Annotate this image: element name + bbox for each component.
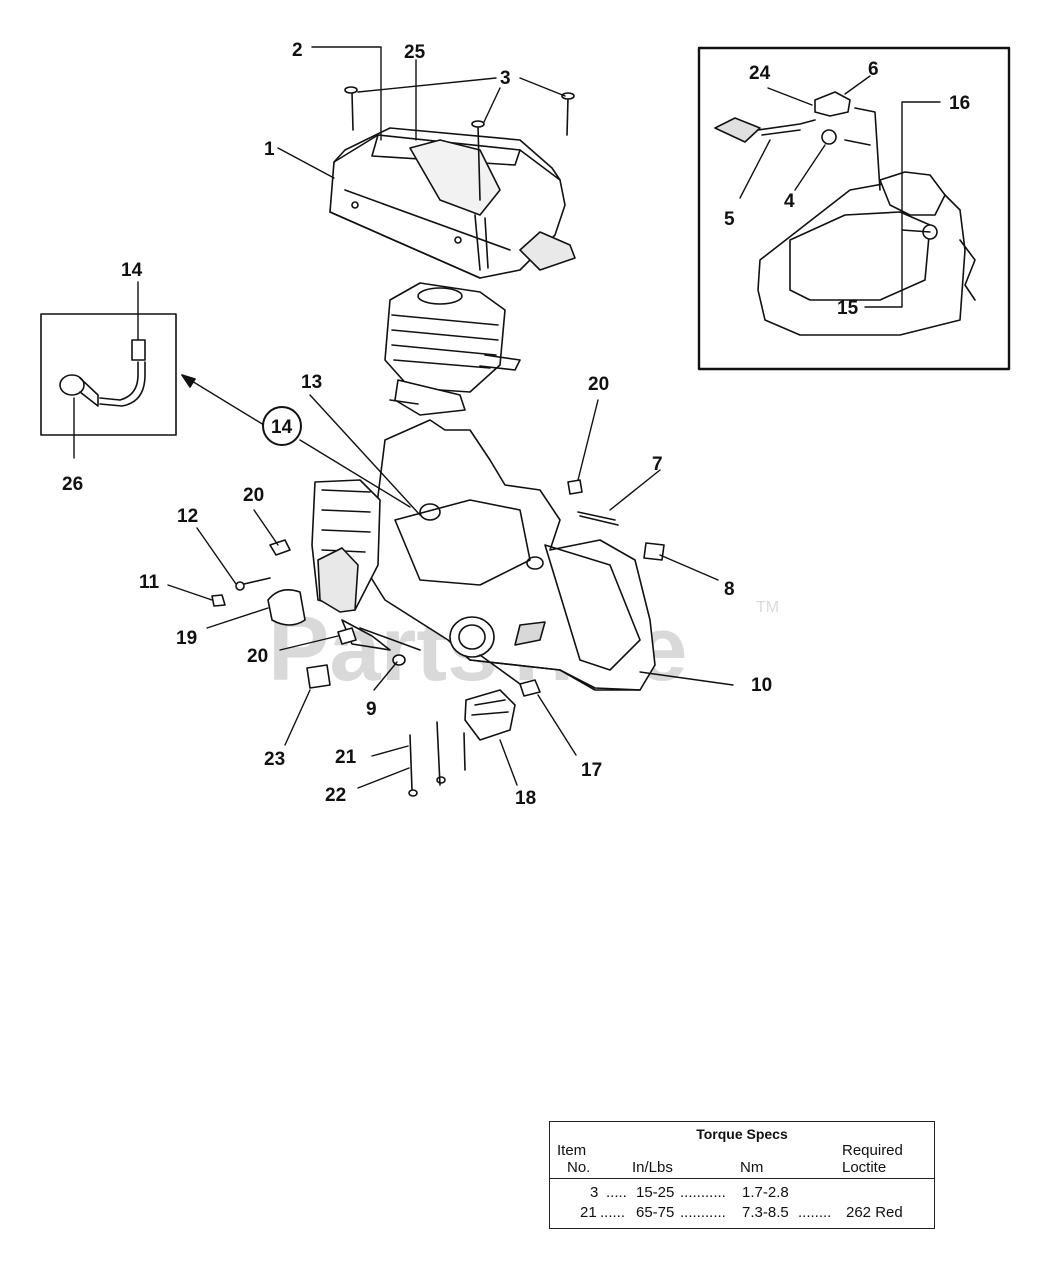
crankcase-drawing bbox=[311, 419, 656, 691]
row-inlbs: 15-25 bbox=[636, 1184, 675, 1201]
callout-7: 7 bbox=[652, 454, 663, 475]
callout-21: 21 bbox=[335, 747, 357, 768]
row-dots: ...... bbox=[600, 1204, 626, 1221]
table-row: 3 ..... 15-25 ........... 1.7-2.8 bbox=[550, 1184, 934, 1204]
callout-20-bottom: 20 bbox=[247, 646, 268, 667]
table-row: 21 ...... 65-75 ........... 7.3-8.5 ....… bbox=[550, 1204, 934, 1224]
callout-14-circle bbox=[262, 406, 302, 446]
air-filter-cover-drawing bbox=[329, 127, 576, 279]
callout-6: 6 bbox=[868, 59, 879, 80]
callout-14-top: 14 bbox=[121, 260, 143, 281]
row-item: 21 bbox=[580, 1204, 597, 1221]
torque-table-title: Torque Specs bbox=[696, 1126, 788, 1142]
callout-20-left: 20 bbox=[243, 485, 264, 506]
callout-19: 19 bbox=[176, 628, 197, 649]
row-inlbs: 65-75 bbox=[636, 1204, 675, 1221]
callout-12: 12 bbox=[177, 506, 198, 527]
row-dots: ........... bbox=[680, 1184, 726, 1201]
callout-26: 26 bbox=[62, 474, 83, 495]
cylinder-drawing bbox=[384, 282, 521, 416]
header-nm: Nm bbox=[740, 1159, 764, 1176]
callout-24: 24 bbox=[749, 63, 771, 84]
torque-specs-table: Torque Specs Item No. In/Lbs Nm Required… bbox=[549, 1121, 935, 1229]
arrow-head bbox=[181, 374, 196, 388]
callout-4: 4 bbox=[784, 191, 795, 212]
header-item-line2: No. bbox=[567, 1159, 591, 1176]
callout-25: 25 bbox=[404, 42, 426, 63]
callout-13: 13 bbox=[301, 372, 322, 393]
handle-inset-drawing bbox=[714, 91, 976, 336]
row-nm: 7.3-8.5 bbox=[742, 1204, 789, 1221]
callouts: 1 2 3 4 5 6 7 8 9 10 11 12 13 14 14 15 1… bbox=[62, 40, 970, 809]
callout-10: 10 bbox=[751, 675, 772, 696]
screws-3-drawing bbox=[344, 86, 575, 201]
callout-14-circled: 14 bbox=[271, 417, 293, 438]
header-item-line1: Item bbox=[557, 1142, 587, 1159]
switch-inset-box bbox=[697, 46, 1011, 371]
callout-8: 8 bbox=[724, 579, 735, 600]
header-loctite-line2: Loctite bbox=[842, 1159, 887, 1176]
callout-2: 2 bbox=[292, 40, 303, 61]
callout-17: 17 bbox=[581, 760, 602, 781]
callout-22: 22 bbox=[325, 785, 346, 806]
small-parts-drawing bbox=[211, 479, 665, 797]
callout-16: 16 bbox=[949, 93, 970, 114]
header-inlbs: In/Lbs bbox=[632, 1159, 673, 1176]
callout-15: 15 bbox=[837, 298, 859, 319]
row-item: 3 bbox=[590, 1184, 599, 1201]
callout-1: 1 bbox=[264, 139, 275, 160]
row-dots: ........... bbox=[680, 1204, 726, 1221]
callout-5: 5 bbox=[724, 209, 735, 230]
callout-11: 11 bbox=[139, 572, 160, 593]
header-rule bbox=[550, 1178, 934, 1179]
fuel-fitting-drawing bbox=[59, 339, 146, 407]
callout-9: 9 bbox=[366, 699, 377, 720]
row-nm: 1.7-2.8 bbox=[742, 1184, 789, 1201]
row-loctite: 262 Red bbox=[846, 1204, 903, 1221]
header-loctite-line1: Required bbox=[842, 1142, 903, 1159]
callout-3: 3 bbox=[500, 68, 511, 89]
trademark-text: TM bbox=[756, 599, 779, 616]
callout-20-right: 20 bbox=[588, 374, 609, 395]
row-dots: ........ bbox=[798, 1204, 832, 1221]
row-dots: ..... bbox=[606, 1184, 627, 1201]
leader-lines bbox=[73, 46, 941, 789]
callout-23: 23 bbox=[264, 749, 285, 770]
callout-18: 18 bbox=[515, 788, 536, 809]
fitting-inset-box bbox=[40, 313, 177, 436]
